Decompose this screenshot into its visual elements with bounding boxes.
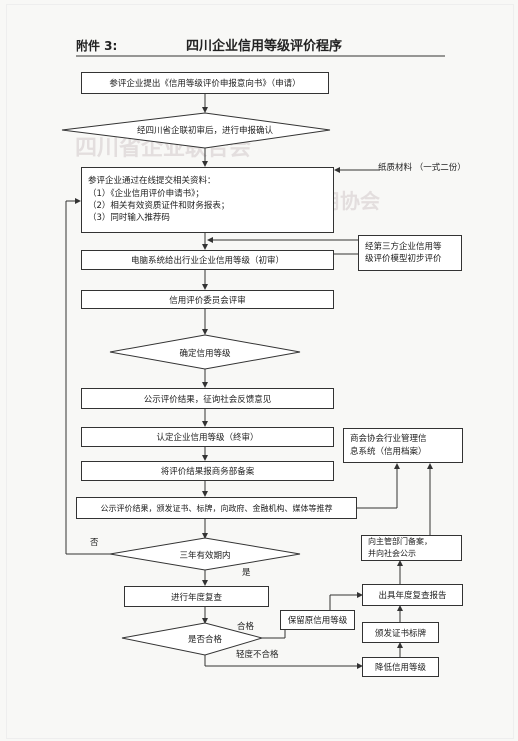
mild-fail-label: 轻度不合格 [236,650,279,660]
submission-line: 参评企业通过在线提交相关资料： [88,176,216,187]
decision-qualified: 是否合格 [187,635,222,645]
decision-determine-grade: 确定信用等级 [179,349,231,359]
step-online-submission: 参评企业通过在线提交相关资料： （1）《企业信用评价申请书》； （2）相关有效资… [81,167,334,233]
decision-initial-review: 经四川省企联初审后，进行申报确认 [136,126,273,136]
side-text: 颁发证书标牌 [374,628,426,639]
side-line: 息系统（信用档案） [350,446,427,457]
step-publicize-certify: 公示评价结果，颁发证书、标牌，向政府、金融机构、媒体等推荐 [76,497,357,519]
step-text: 公示评价结果，颁发证书、标牌，向政府、金融机构、媒体等推荐 [100,503,333,513]
authority-filing-box: 向主管部门备案， 并向社会公示 [361,535,462,561]
step-committee-review: 信用评价委员会评审 [81,290,334,309]
side-text: 保留原信用等级 [287,616,348,626]
issue-certificate-box: 颁发证书标牌 [362,622,439,643]
side-text: 降低信用等级 [374,663,426,673]
submission-line: （1）《企业信用评价申请书》； [88,188,204,199]
retain-grade-box: 保留原信用等级 [280,610,355,630]
step-text: 将评价结果报商务部备案 [160,467,255,477]
paper-materials-note: 纸质材料 （一式二份） [378,163,466,173]
side-text: 出具年度复查报告 [378,591,447,601]
side-line: 级评价模型初步评价 [365,254,442,264]
step-publicize-feedback: 公示评价结果，征询社会反馈意见 [81,388,334,409]
decision-three-year-valid: 三年有效期内 [179,551,231,561]
paper-edge [6,4,514,739]
pass-label: 合格 [237,622,255,632]
no-label: 否 [90,538,99,548]
lower-grade-box: 降低信用等级 [362,657,439,677]
step-annual-review: 进行年度复查 [124,586,269,607]
side-line: 并向社会公示 [368,549,416,558]
step-report-filing: 将评价结果报商务部备案 [81,461,334,481]
submission-line: （2）相关有效资质证件和财务报表； [88,201,230,211]
industry-info-system-box: 商会协会行业管理信 息系统（信用档案） [343,428,463,463]
side-line: 经第三方企业信用等 [365,241,442,252]
attachment-label: 附件 3: [76,39,118,53]
submission-line: （3）同时输入推荐码 [88,213,170,224]
annual-review-report-box: 出具年度复查报告 [362,584,463,606]
third-party-evaluation-box: 经第三方企业信用等 级评价模型初步评价 [358,235,462,271]
step-text: 进行年度复查 [170,592,222,603]
step-text: 信用评价委员会评审 [169,295,246,306]
side-line: 商会协会行业管理信 [350,434,427,445]
step-submit-intent: 参评企业提出《信用等级评价申报意向书》（申请） [81,72,329,94]
step-system-initial-grade: 电脑系统给出行业企业信用等级（初审） [81,250,334,270]
side-line: 向主管部门备案， [368,537,432,547]
step-text: 电脑系统给出行业企业信用等级（初审） [130,256,284,266]
diamond-confirm [61,112,331,149]
yes-label: 是 [242,568,251,578]
page-title: 四川企业信用等级评价程序 [186,39,343,54]
step-text: 参评企业提出《信用等级评价申报意向书》（申请） [109,79,301,89]
step-text: 公示评价结果，征询社会反馈意见 [143,394,272,405]
step-final-determination: 认定企业信用等级（终审） [81,427,334,447]
step-text: 认定企业信用等级（终审） [156,433,259,443]
